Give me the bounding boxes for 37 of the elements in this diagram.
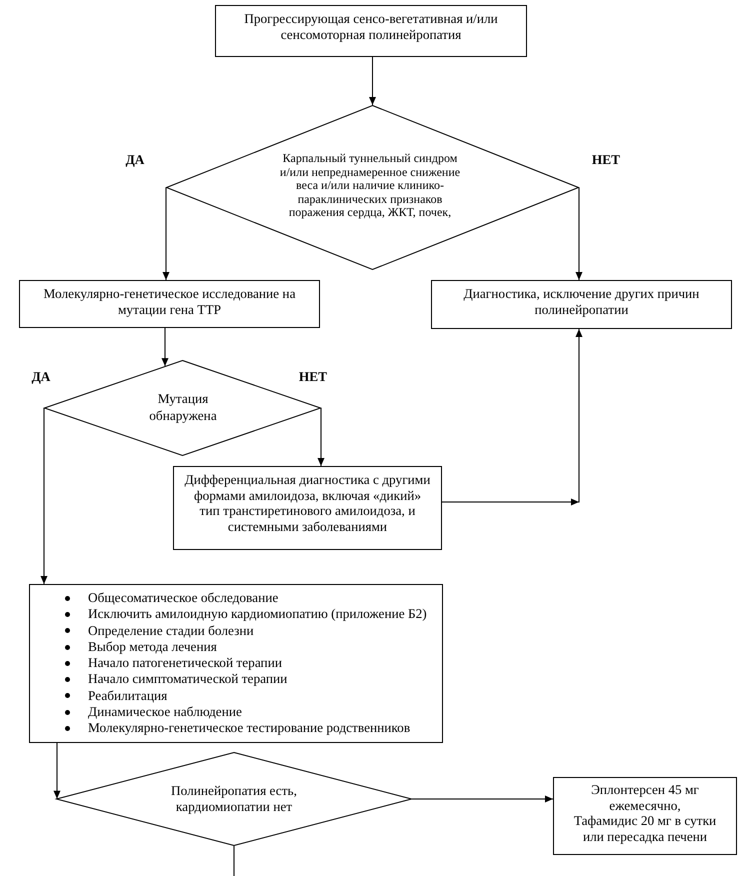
step-text: Молекулярно-генетическое исследование на мутации гена ТТР	[42, 286, 296, 318]
list-item-text: Начало симптоматической терапии	[88, 671, 288, 688]
step-text: Тафамидис 20 мг в сутки или пересадка печени	[573, 813, 717, 844]
list-item-text: Определение стадии болезни	[88, 622, 254, 639]
decision-diamond	[56, 752, 412, 846]
checklist-box	[29, 584, 443, 743]
process-box	[19, 280, 320, 328]
process-box	[173, 466, 442, 550]
process-box	[553, 777, 737, 855]
step-text: Диагностика, исключение других причин полинейропатии	[462, 286, 700, 318]
arrow	[576, 187, 582, 280]
step-text: Прогрессирующая сенсо-вегетативная и/или сенсомоторная полинейропатия	[243, 11, 499, 42]
arrow	[162, 187, 170, 280]
arrow	[54, 742, 60, 800]
arrow	[40, 408, 48, 584]
list-item-text: Общесоматическое обследование	[88, 590, 278, 606]
list-item-text: Начало патогенетической терапии	[88, 655, 282, 672]
arrow	[369, 56, 376, 106]
edge-label: ДА	[126, 152, 144, 168]
step-text: Дифференциальная диагностика с другими формами амилоидоза, включая «дикий» тип транстиретинового амилоидоза, и системными заболеваниями	[184, 472, 431, 534]
condition-text: Полинейропатия есть, кардиомиопатии нет	[170, 783, 298, 815]
list-item-text: Выбор метода лечения	[88, 638, 217, 656]
process-box	[215, 5, 527, 57]
edge-label: ДА	[32, 369, 50, 385]
arrow	[318, 408, 324, 466]
condition-text: Карпальный туннельный синдром и/или непреднамеренное снижение веса и/или наличие клинико-параклинических признаков поражения сердца, ЖКТ, почек,	[278, 152, 462, 220]
process-box	[431, 280, 732, 329]
condition-text: Мутация обнаружена	[148, 391, 218, 424]
list-item-text: Реабилитация	[88, 688, 168, 704]
step-text: Эплонтерсен 45 мг ежемесячно,	[590, 782, 700, 814]
arrow	[412, 796, 554, 802]
list-item-text: Исключить амилоидную кардиомиопатию (приложение Б2)	[88, 606, 427, 623]
list-item-text: Молекулярно-генетическое тестирование родственников	[88, 720, 410, 737]
arrow	[162, 328, 168, 367]
decision-diamond	[166, 105, 579, 270]
arrow	[442, 328, 582, 506]
list-item-text: Динамическое наблюдение	[88, 704, 242, 720]
